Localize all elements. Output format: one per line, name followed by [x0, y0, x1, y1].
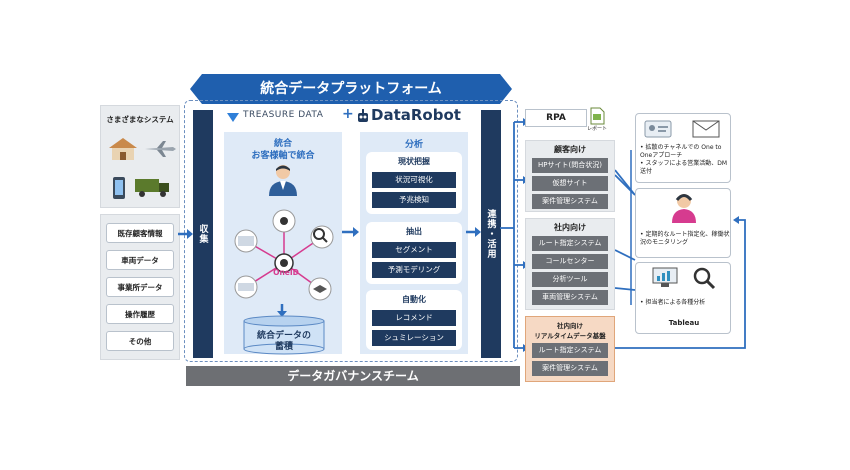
platform-header-banner — [190, 74, 512, 104]
bullet-item: • 定期的なルート指定化、稼働状況のモニタリング — [640, 231, 730, 246]
output-item: コールセンター — [532, 254, 608, 269]
monitor-chart-icon — [652, 267, 678, 287]
building-icon — [109, 138, 137, 160]
truck-icon — [135, 179, 169, 197]
analysis-item: 予測モデリング — [372, 262, 456, 278]
arrow-right-icon — [178, 229, 193, 239]
analysis-item: 状況可視化 — [372, 172, 456, 188]
analysis-bullets: • 担当者による各種分析 — [640, 299, 730, 307]
data-item: 操作履歴 — [106, 304, 174, 324]
treasure-data-logo-icon — [227, 113, 239, 122]
output-connectors — [500, 118, 529, 352]
rpa-box: RPA — [525, 109, 587, 127]
output-item: 仮想サイト — [532, 176, 608, 191]
group-title: 現状把握 — [398, 157, 430, 166]
output-item: 車両管理システム — [532, 290, 608, 305]
collect-bar: 収集 — [193, 110, 213, 358]
smartphone-icon — [113, 177, 125, 199]
database-icon — [243, 315, 325, 355]
tableau-label: Tableau — [668, 319, 700, 327]
customer-person-icon — [269, 165, 297, 196]
arrow-right-icon — [466, 227, 481, 237]
channel-bullets: • 拡散のチャネルでの One to Oneアプローチ • スタッフによる営業活… — [640, 144, 730, 176]
use-bar: 連携・活用 — [481, 110, 501, 358]
data-item: 車両データ — [106, 250, 174, 270]
group-title: 自動化 — [402, 295, 426, 304]
output-item: HPサイト(問合状況) — [532, 158, 608, 173]
realtime-title-line1: 社内向け — [557, 322, 583, 330]
arrow-right-icon — [342, 227, 359, 237]
airplane-icon — [145, 141, 176, 157]
datarobot-logo: DataRobot — [371, 106, 461, 124]
platform-title: 統合データプラットフォーム — [260, 81, 442, 97]
arrow-down-icon — [277, 304, 287, 317]
treasure-data-logo: TREASURE DATA — [243, 110, 324, 120]
output-item: 分析ツール — [532, 272, 608, 287]
bullet-item: • 拡散のチャネルでの One to Oneアプローチ — [640, 144, 722, 159]
customer-title: 顧客向け — [554, 145, 586, 154]
analysis-group-automation: 自動化 レコメンド シュミレーション — [366, 290, 462, 350]
bullet-item: • スタッフによる営業活動、DM送付 — [640, 160, 728, 175]
governance-bar: データガバナンスチーム — [186, 366, 520, 386]
output-item: 案件管理システム — [532, 361, 608, 376]
output-item: 案件管理システム — [532, 194, 608, 209]
customer-panel: 顧客向け HPサイト(問合状況) 仮想サイト 案件管理システム — [525, 140, 615, 212]
group-title: 抽出 — [406, 227, 422, 236]
oneid-label: OneID — [273, 268, 299, 277]
internal-panel: 社内向け ルート指定システム コールセンター 分析ツール 車両管理システム — [525, 218, 615, 310]
data-item: その他 — [106, 331, 174, 351]
storage-label-line2: 蓄積 — [274, 342, 293, 352]
internal-title: 社内向け — [554, 223, 586, 232]
storage-label-line1: 統合データの — [256, 331, 311, 341]
datarobot-logo-icon — [358, 109, 368, 122]
integration-subtitle: お客様軸で統合 — [251, 151, 315, 161]
output-item: ルート指定システム — [532, 343, 608, 358]
analysis-title: 分析 — [404, 140, 423, 150]
report-label: レポート — [586, 126, 607, 132]
data-item: 事業所データ — [106, 277, 174, 297]
systems-panel: さまざまなシステム — [100, 105, 180, 208]
analysis-group-extract: 抽出 セグメント 予測モデリング — [366, 222, 462, 284]
operator-icon — [672, 194, 696, 223]
platform-frame — [184, 100, 518, 362]
realtime-title-line2: リアルタイムデータ基盤 — [534, 332, 606, 340]
monitoring-box: • 定期的なルート指定化、稼働状況のモニタリング — [635, 188, 731, 258]
right-box-connector — [630, 150, 632, 305]
analysis-item: シュミレーション — [372, 330, 456, 346]
magnifier-icon — [693, 267, 716, 290]
realtime-panel: 社内向け リアルタイムデータ基盤 ルート指定システム 案件管理システム — [525, 316, 615, 382]
monitoring-bullets: • 定期的なルート指定化、稼働状況のモニタリング — [640, 231, 730, 247]
channel-box: • 拡散のチャネルでの One to Oneアプローチ • スタッフによる営業活… — [635, 113, 731, 183]
output-item: ルート指定システム — [532, 236, 608, 251]
systems-title: さまざまなシステム — [106, 115, 174, 124]
report-document-icon — [590, 107, 605, 125]
analysis-item: 予兆検知 — [372, 192, 456, 208]
id-card-icon — [644, 120, 672, 138]
integration-title: 統合 — [273, 139, 292, 149]
bullet-item: • 担当者による各種分析 — [640, 299, 706, 306]
analysis-box: • 担当者による各種分析 Tableau — [635, 262, 731, 334]
analysis-item: レコメンド — [372, 310, 456, 326]
data-item: 既存顧客情報 — [106, 223, 174, 243]
plus-sign: + — [342, 106, 354, 122]
oneid-hub-diagram — [234, 209, 334, 301]
analysis-group-current: 現状把握 状況可視化 予兆検知 — [366, 152, 462, 214]
analysis-item: セグメント — [372, 242, 456, 258]
mail-icon — [692, 120, 720, 138]
